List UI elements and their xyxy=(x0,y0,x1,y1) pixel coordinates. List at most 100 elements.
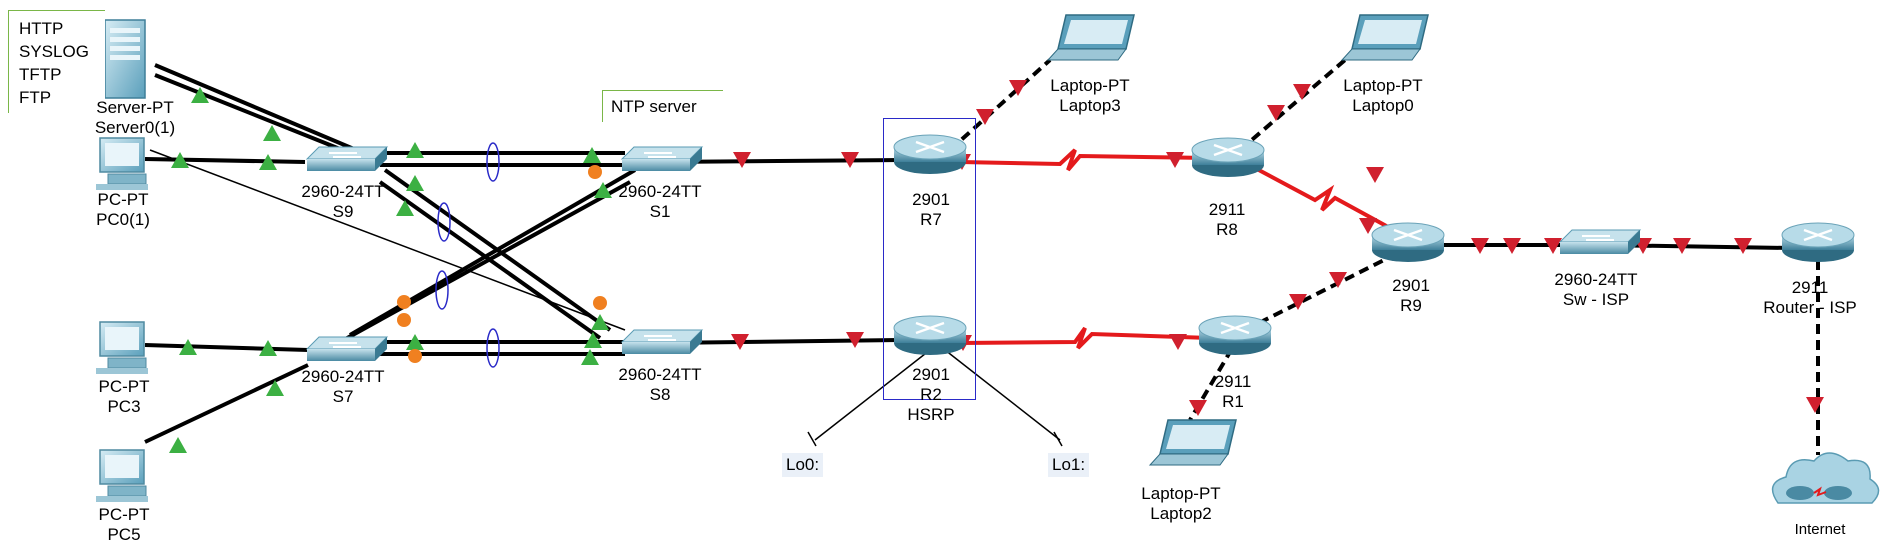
device-model: PC-PT xyxy=(97,190,149,209)
device-model: 2911 xyxy=(1214,372,1252,391)
server0-label: Server-PT Server0(1) xyxy=(95,98,175,138)
blocking-port-marker xyxy=(408,349,422,363)
routerisp-icon xyxy=(1781,222,1855,262)
device-name: S9 xyxy=(332,202,354,221)
link-down-marker xyxy=(846,332,864,348)
device-name: Laptop0 xyxy=(1352,96,1414,115)
device-name: Laptop2 xyxy=(1150,504,1212,523)
r1-label: 2911 R1 xyxy=(1215,372,1252,412)
link-down-marker xyxy=(1366,167,1384,183)
link-down-marker xyxy=(1189,400,1207,416)
keyboard xyxy=(96,496,148,502)
blocking-port-marker xyxy=(593,296,607,310)
link-down-marker xyxy=(733,152,751,168)
device-model: Laptop-PT xyxy=(1343,76,1423,95)
r2-label: 2901 R2 HSRP xyxy=(907,365,954,425)
pc0-icon xyxy=(96,137,148,190)
device-model: 2901 xyxy=(1392,276,1430,295)
link-down-marker xyxy=(1503,238,1521,254)
base xyxy=(107,357,147,369)
link-down-marker xyxy=(1359,218,1377,234)
server0-icon xyxy=(104,19,146,99)
laptop2-icon xyxy=(1148,419,1237,466)
s7-icon xyxy=(305,336,389,361)
device-name: R9 xyxy=(1400,296,1422,315)
switch-front xyxy=(622,342,690,354)
screen xyxy=(105,327,139,350)
etherchannel-marker xyxy=(486,328,500,368)
device-name: R2 xyxy=(920,385,942,404)
drive-bay xyxy=(110,55,140,60)
link-down-marker xyxy=(731,334,749,350)
switch-side xyxy=(690,330,702,354)
blocking-port-marker xyxy=(397,313,411,327)
link-r1-r9 xyxy=(1244,250,1401,332)
link-up-marker xyxy=(406,334,424,350)
device-name: Router - ISP xyxy=(1763,298,1857,317)
link-s7-s1 xyxy=(348,168,637,337)
s8-icon xyxy=(620,329,704,354)
cloud-router xyxy=(1786,486,1814,500)
cloud-router xyxy=(1824,486,1852,500)
laptop3-label: Laptop-PT Laptop3 xyxy=(1050,76,1129,116)
switch-arrows xyxy=(644,335,676,341)
s8-label: 2960-24TT S8 xyxy=(618,365,701,405)
cloud-link xyxy=(1813,486,1827,497)
router-arrows xyxy=(915,321,945,335)
keyboard xyxy=(1340,48,1421,61)
lo0-stub xyxy=(807,431,817,447)
switch-front xyxy=(1560,242,1628,254)
keyboard xyxy=(1046,48,1127,61)
blocking-port-marker xyxy=(397,295,411,309)
s9-label: 2960-24TT S9 xyxy=(301,182,384,222)
note-line: FTP xyxy=(19,88,52,107)
device-name: S8 xyxy=(649,385,671,404)
internet-icon xyxy=(1771,452,1880,504)
link-up-marker xyxy=(396,200,414,216)
link-up-marker xyxy=(406,142,424,158)
link-up-marker xyxy=(259,340,277,356)
drive-bay xyxy=(110,46,140,51)
s1-icon xyxy=(620,146,704,171)
pc5-icon xyxy=(96,449,148,502)
router-arrows xyxy=(1393,228,1423,242)
serial-r2-r1 xyxy=(959,326,1211,350)
switch-front xyxy=(307,349,375,361)
device-name: Laptop3 xyxy=(1059,96,1121,115)
note-line: SYSLOG xyxy=(19,42,89,61)
note-line: HTTP xyxy=(19,19,64,38)
note-line: TFTP xyxy=(19,65,62,84)
switch-side xyxy=(375,147,387,171)
router-arrows xyxy=(915,140,945,154)
loopback1-label: Lo1: xyxy=(1048,453,1090,477)
keyboard xyxy=(1148,453,1229,466)
link-r2-lo1 xyxy=(944,349,1061,441)
s1-label: 2960-24TT S1 xyxy=(618,182,701,222)
link-s1-r7 xyxy=(659,158,901,164)
etherchannel-marker xyxy=(435,270,449,310)
link-down-marker xyxy=(1329,272,1347,288)
device-name: Internet xyxy=(1794,521,1846,538)
link-up-marker xyxy=(406,175,424,191)
etherchannel-marker xyxy=(437,202,451,242)
switch-side xyxy=(1628,230,1640,254)
device-name: PC5 xyxy=(107,525,141,544)
laptop0-label: Laptop-PT Laptop0 xyxy=(1343,76,1422,116)
switch-arrows xyxy=(1582,235,1614,241)
switch-arrows xyxy=(329,152,361,158)
laptop3-icon xyxy=(1046,14,1135,61)
internet-label: Internet xyxy=(1795,520,1846,540)
link-up-marker xyxy=(191,87,209,103)
device-model: 2960-24TT xyxy=(618,182,702,201)
link-up-marker xyxy=(581,349,599,365)
device-name: S1 xyxy=(649,202,671,221)
swisp-icon xyxy=(1558,229,1642,254)
r9-label: 2901 R9 xyxy=(1392,276,1430,316)
screen xyxy=(1358,20,1422,44)
serial-r8-r9 xyxy=(1254,166,1391,230)
screen xyxy=(105,455,139,478)
ntp-note: NTP server xyxy=(602,90,723,122)
device-model: Laptop-PT xyxy=(1050,76,1130,95)
